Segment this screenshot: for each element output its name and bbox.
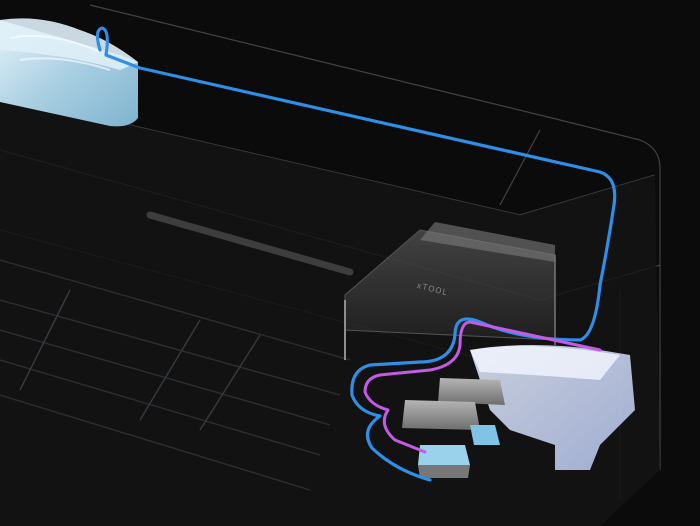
tec-modules: [402, 378, 505, 478]
tube-purple: [363, 320, 602, 454]
work-bed: [0, 259, 351, 491]
water-tank: [0, 18, 138, 127]
front-handle: [146, 211, 354, 276]
cooling-block: [470, 345, 635, 470]
cooling-tubes: [95, 26, 617, 482]
laser-head: [344, 222, 556, 360]
